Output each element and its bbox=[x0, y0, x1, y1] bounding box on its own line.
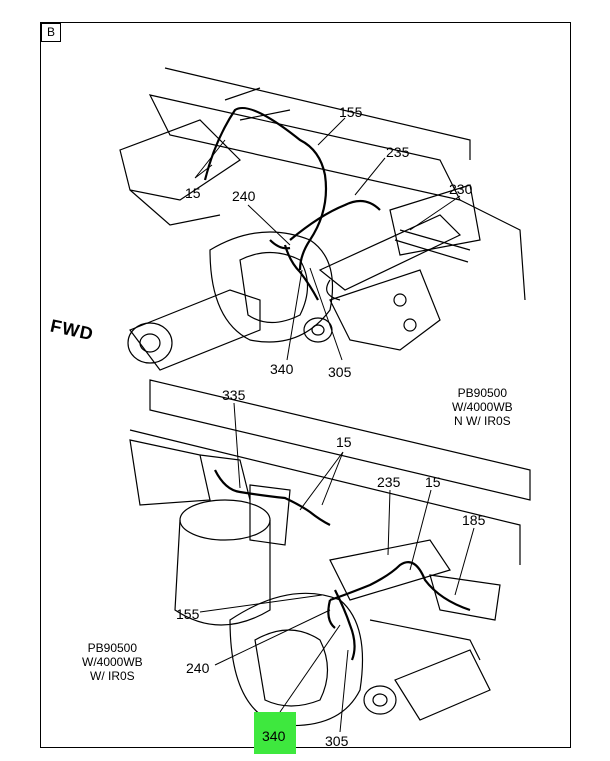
callout-155-top: 155 bbox=[339, 104, 363, 120]
top-note-line-1: PB90500 bbox=[457, 386, 508, 400]
top-harness bbox=[203, 106, 381, 301]
top-axle-housing bbox=[127, 231, 334, 371]
callout-235-bottom: 235 bbox=[377, 474, 401, 490]
callout-15-bottom-right: 15 bbox=[425, 474, 441, 490]
bottom-view-note: PB90500 W/4000WB W/ IR0S bbox=[82, 641, 143, 683]
callout-15-bottom-left: 15 bbox=[336, 434, 352, 450]
top-note-line-2: W/4000WB bbox=[452, 400, 513, 414]
highlighted-callout-box[interactable] bbox=[254, 712, 296, 754]
bottom-leader-lines bbox=[199, 402, 475, 733]
bottom-note-line-1: PB90500 bbox=[87, 641, 138, 655]
callout-155-bottom: 155 bbox=[176, 606, 200, 622]
bottom-air-spring bbox=[329, 539, 501, 661]
callout-335-bottom: 335 bbox=[222, 387, 246, 403]
bottom-note-line-3: W/ IR0S bbox=[90, 669, 135, 683]
callout-240-top: 240 bbox=[232, 188, 256, 204]
callout-305-bottom: 305 bbox=[325, 733, 349, 749]
top-air-spring bbox=[318, 184, 481, 301]
top-view-note: PB90500 W/4000WB N W/ IR0S bbox=[452, 386, 513, 428]
bottom-axle-housing bbox=[229, 592, 491, 727]
bottom-harness bbox=[214, 469, 471, 661]
callout-235-top: 235 bbox=[386, 144, 410, 160]
callout-230-top: 230 bbox=[449, 181, 473, 197]
bottom-frame-rail bbox=[129, 379, 531, 565]
callout-340-bottom[interactable]: 340 bbox=[262, 728, 286, 744]
top-note-line-3: N W/ IR0S bbox=[454, 414, 511, 428]
callout-185-bottom: 185 bbox=[462, 512, 486, 528]
callout-15-top: 15 bbox=[185, 185, 201, 201]
callout-305-top: 305 bbox=[328, 364, 352, 380]
bottom-note-line-2: W/4000WB bbox=[82, 655, 143, 669]
callout-240-bottom: 240 bbox=[186, 660, 210, 676]
view-letter-box: B bbox=[41, 23, 61, 42]
bottom-air-tank bbox=[174, 484, 291, 626]
top-rear-crossmember bbox=[329, 269, 441, 351]
top-leader-lines bbox=[194, 117, 461, 361]
diagram-frame bbox=[40, 22, 571, 748]
callout-340-top: 340 bbox=[270, 361, 294, 377]
